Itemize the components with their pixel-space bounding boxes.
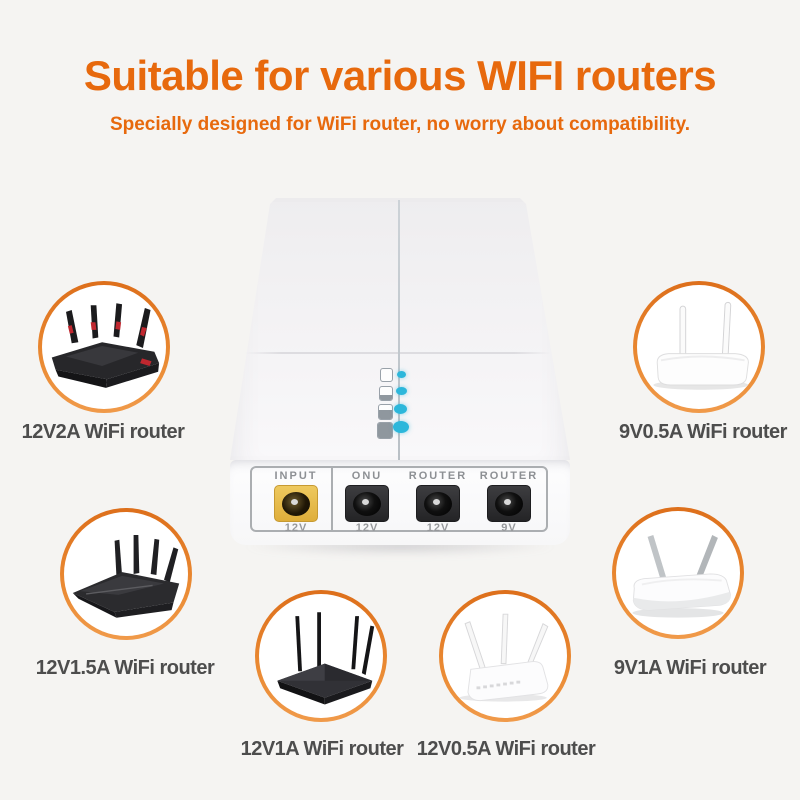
port-router-9v: ROUTER 9V xyxy=(479,470,539,534)
page-subtitle: Specially designed for WiFi router, no w… xyxy=(109,114,691,135)
jack-hole xyxy=(424,491,452,516)
router-label-12v05a: 12V0.5A WiFi router xyxy=(416,738,596,760)
jack-hole xyxy=(353,491,381,516)
port-voltage: 9V xyxy=(501,522,517,534)
router-circle-12v05a xyxy=(439,590,571,722)
jack-pin xyxy=(504,498,511,505)
battery-empty-icon xyxy=(380,368,393,382)
led-dot xyxy=(396,387,407,395)
router-circle-9v1a xyxy=(612,507,744,639)
dc-jack-yellow-icon xyxy=(274,485,318,522)
router-photo-frame xyxy=(616,511,740,635)
router-circle-9v05a xyxy=(633,281,765,413)
jack-hole xyxy=(495,491,523,516)
dc-jack-black-icon xyxy=(487,485,531,522)
port-label: INPUT xyxy=(274,470,318,482)
router-image-black-gaming-4-antennas-icon xyxy=(51,303,160,388)
router-label-12v15a: 12V1.5A WiFi router xyxy=(35,657,215,679)
router-image-black-wedge-4-antennas-icon xyxy=(72,535,180,618)
port-label: ROUTER xyxy=(479,470,539,482)
port-onu: ONU 12V xyxy=(337,470,397,534)
battery-full-icon xyxy=(377,422,393,439)
router-photo-frame xyxy=(64,512,188,636)
led-dot xyxy=(394,404,407,414)
router-image-white-2-gray-antennas-icon xyxy=(632,535,731,618)
ports-panel: INPUT 12V ONU 12V ROUTER 12V xyxy=(250,466,548,534)
port-label: ROUTER xyxy=(408,470,468,482)
led-dot xyxy=(393,421,409,433)
router-photo-frame xyxy=(443,594,567,718)
router-label-12v2a: 12V2A WiFi router xyxy=(21,421,185,443)
router-circle-12v2a xyxy=(38,281,170,413)
port-voltage: 12V xyxy=(426,522,450,534)
port-voltage: 12V xyxy=(355,522,379,534)
panel-divider xyxy=(331,468,333,530)
dc-jack-black-icon xyxy=(345,485,389,522)
jack-pin xyxy=(362,498,369,505)
port-label: ONU xyxy=(351,470,383,482)
router-image-black-diamond-4-antennas-icon xyxy=(277,612,375,705)
device-center-seam xyxy=(398,200,400,460)
port-voltage: 12V xyxy=(284,522,308,534)
router-label-9v05a: 9V0.5A WiFi router xyxy=(619,421,787,443)
router-circle-12v1a xyxy=(255,590,387,722)
jack-pin xyxy=(291,498,298,505)
router-label-9v1a: 9V1A WiFi router xyxy=(613,657,767,679)
port-input: INPUT 12V xyxy=(266,470,326,534)
led-dot xyxy=(397,371,406,378)
port-router-12v: ROUTER 12V xyxy=(408,470,468,534)
battery-two-bars-icon xyxy=(378,404,393,420)
router-photo-frame xyxy=(259,594,383,718)
router-photo-frame xyxy=(42,285,166,409)
battery-one-bar-icon xyxy=(379,386,393,401)
dc-jack-black-icon xyxy=(416,485,460,522)
router-image-white-2-antennas-icon xyxy=(653,301,749,390)
device-lid xyxy=(230,198,570,460)
router-image-white-3-antennas-icon xyxy=(459,613,549,702)
page-title: Suitable for various WIFI routers xyxy=(83,52,717,99)
router-photo-frame xyxy=(637,285,761,409)
jack-pin xyxy=(433,498,440,505)
jack-hole xyxy=(282,491,310,516)
router-circle-12v15a xyxy=(60,508,192,640)
router-label-12v1a: 12V1A WiFi router xyxy=(240,738,404,760)
